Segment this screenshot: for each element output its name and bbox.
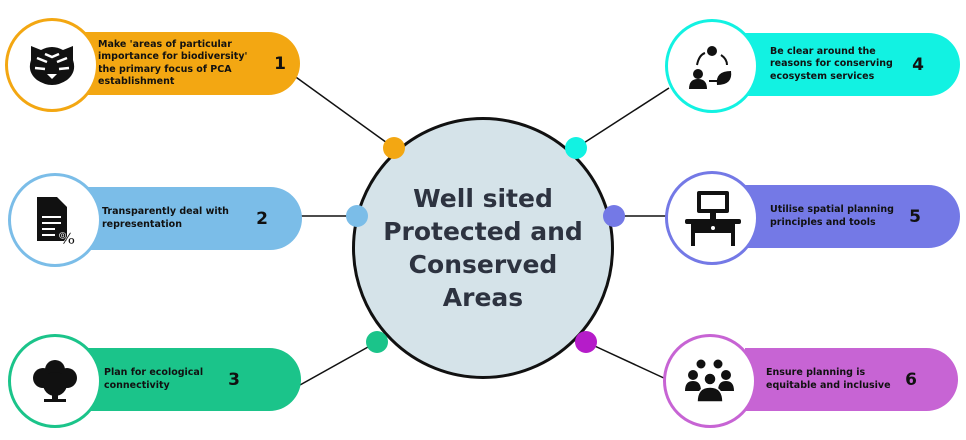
center-circle: Well sited Protected and Conserved Areas <box>352 117 614 379</box>
connector-4 <box>575 87 670 149</box>
item-6: Ensure planning is equitable and inclusi… <box>745 348 958 411</box>
document-percent-icon: % <box>8 173 102 267</box>
connector-6 <box>585 341 667 380</box>
item-4: Be clear around the reasons for conservi… <box>745 33 960 96</box>
connector-dot-6 <box>575 331 597 353</box>
item-2: Transparently deal with representation 2 <box>88 187 302 250</box>
item-3-text: Plan for ecological connectivity <box>104 367 204 391</box>
item-6-number: 6 <box>905 369 917 390</box>
item-1-number: 1 <box>274 53 286 74</box>
connector-dot-4 <box>565 137 587 159</box>
ecosystem-cycle-icon <box>665 19 759 113</box>
connector-dot-3 <box>366 331 388 353</box>
people-group-icon <box>663 334 757 428</box>
svg-text:%: % <box>59 229 75 245</box>
item-1-text: Make 'areas of particular importance for… <box>98 38 248 88</box>
connector-1 <box>292 74 395 149</box>
item-4-number: 4 <box>912 54 924 75</box>
tree-icon <box>8 334 102 428</box>
item-3: Plan for ecological connectivity 3 <box>88 348 301 411</box>
item-6-text: Ensure planning is equitable and inclusi… <box>766 367 891 391</box>
center-title: Well sited Protected and Conserved Areas <box>383 184 583 312</box>
item-4-text: Be clear around the reasons for conservi… <box>770 45 893 82</box>
tiger-icon <box>5 18 99 112</box>
connector-dot-5 <box>603 205 625 227</box>
item-1: Make 'areas of particular importance for… <box>85 32 300 95</box>
connector-dot-2 <box>346 205 368 227</box>
item-2-text: Transparently deal with representation <box>102 206 229 230</box>
item-2-number: 2 <box>256 208 268 229</box>
item-3-number: 3 <box>228 369 240 390</box>
connector-3 <box>299 341 378 386</box>
connector-dot-1 <box>383 137 405 159</box>
computer-desk-icon <box>665 171 759 265</box>
item-5-number: 5 <box>909 206 921 227</box>
item-5-text: Utilise spatial planning principles and … <box>770 204 894 228</box>
item-5: Utilise spatial planning principles and … <box>745 185 960 248</box>
